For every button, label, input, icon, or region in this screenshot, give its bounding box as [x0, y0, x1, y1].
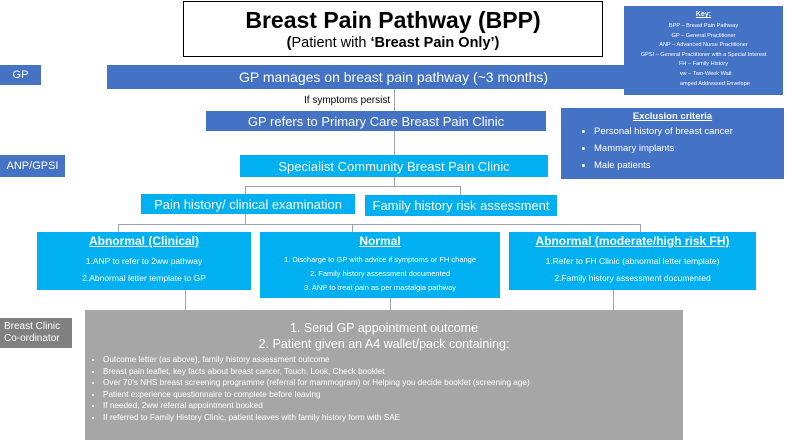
- role-anp-gpsi: ANP/GPSI: [0, 155, 65, 177]
- exclusion-list: Personal history of breast cancer Mammar…: [561, 123, 784, 174]
- pack-item: Over 70’s NHS breast screening programme…: [103, 377, 683, 389]
- connector-specialist-down: [394, 176, 395, 186]
- pack-item: Patient experience questionnaire to comp…: [103, 389, 683, 401]
- step-family-history: Family history risk assessment: [365, 195, 557, 216]
- exclusion-box: Exclusion criteria Personal history of b…: [561, 108, 784, 179]
- coordinator-step-1: 1. Send GP appointment outcome: [289, 321, 479, 335]
- exclusion-item: Male patients: [594, 157, 784, 174]
- coordinator-step-2: 2. Patient given an A4 wallet/pack conta…: [258, 337, 510, 351]
- outcome-item: 2.Family history assessment documented: [554, 273, 711, 283]
- outcome-abnormal-fh: Abnormal (moderate/high risk FH) 1.Refer…: [509, 232, 756, 290]
- exclusion-item: Mammary implants: [594, 140, 784, 157]
- key-item: ANP – Advanced Nurse Practitioner: [659, 42, 748, 49]
- connector-abnormal-fh-down: [613, 290, 614, 310]
- outcome-heading: Normal: [359, 234, 401, 248]
- outcome-abnormal-clinical: Abnormal (Clinical) 1.ANP to refer to 2w…: [37, 232, 251, 290]
- outcome-item: 1. Discharge to GP with advice if sympto…: [283, 255, 477, 264]
- outcome-item: 2. Family history assessment documented: [309, 269, 451, 278]
- pack-item: If referred to Family History Clinic, pa…: [103, 412, 683, 424]
- exclusion-item: Personal history of breast cancer: [594, 123, 784, 140]
- key-item: FH – Family History: [678, 61, 729, 68]
- key-box: Key: BPP – Breast Pain Pathway GP – Gene…: [624, 6, 783, 95]
- pack-contents-list: Outcome letter (as above), family histor…: [85, 354, 683, 424]
- connector-split-horizontal: [245, 186, 460, 187]
- connector-to-family-history: [460, 186, 461, 195]
- exclusion-heading: Exclusion criteria: [632, 111, 713, 122]
- pack-item: Breast pain leaflet, key facts about bre…: [103, 366, 683, 378]
- if-symptoms-persist: If symptoms persist: [304, 95, 391, 106]
- connector-to-normal: [352, 224, 353, 232]
- outcome-normal: Normal 1. Discharge to GP with advice if…: [260, 232, 500, 298]
- connector-pain-history-down: [245, 214, 246, 224]
- step-gp-manages: GP manages on breast pain pathway (~3 mo…: [107, 65, 680, 89]
- coordinator-box: 1. Send GP appointment outcome 2. Patien…: [85, 310, 683, 440]
- role-coordinator-line2: Co-ordinator: [4, 333, 60, 344]
- page-title: Breast Pain Pathway (BPP): [245, 7, 541, 33]
- connector-top: [394, 88, 395, 112]
- subtitle-normal: Patient with: [291, 35, 371, 51]
- step-specialist-clinic: Specialist Community Breast Pain Clinic: [240, 155, 548, 177]
- connector-normal-down: [390, 298, 391, 310]
- title-box: Breast Pain Pathway (BPP) (Patient with …: [183, 1, 603, 57]
- outcome-item: 1.ANP to refer to 2ww pathway: [85, 256, 203, 266]
- step-pain-history: Pain history/ clinical examination: [141, 194, 355, 214]
- key-item: GPSI – General Practitioner with a Speci…: [640, 51, 767, 58]
- connector-to-abnormal-clinical: [118, 224, 119, 232]
- outcome-heading: Abnormal (moderate/high risk FH): [535, 234, 730, 248]
- connector-refer-to-specialist: [394, 130, 395, 156]
- connector-outcomes-horizontal: [118, 224, 640, 225]
- pack-item: Outcome letter (as above), family histor…: [103, 354, 683, 366]
- key-item: 2ww – Two-Week Wait: [675, 70, 732, 77]
- role-coordinator-line1: Breast Clinic: [4, 321, 61, 332]
- key-item: BPP – Breast Pain Pathway: [668, 23, 739, 29]
- outcome-item: 1.Refer to FH Clinic (abnormal letter te…: [545, 256, 720, 266]
- outcome-item: 3. ANP to treat pain as per mastalgia pa…: [303, 283, 457, 292]
- role-gp: GP: [0, 65, 41, 85]
- connector-to-pain-history: [245, 186, 246, 194]
- key-item: SAE – Stamped Addressed Envelope: [657, 80, 750, 87]
- outcome-heading: Abnormal (Clinical): [88, 234, 199, 248]
- connector-abnormal-clinical-down: [185, 290, 186, 310]
- key-item: GP – General Practitioner: [671, 32, 736, 39]
- key-heading: Key:: [695, 11, 712, 18]
- connector-to-abnormal-fh: [640, 224, 641, 232]
- page-subtitle: (Patient with ‘Breast Pain Only’): [184, 33, 602, 53]
- role-coordinator: Breast Clinic Co-ordinator: [0, 318, 72, 348]
- pack-item: If needed, 2ww referral appointment book…: [103, 400, 683, 412]
- subtitle-paren: (: [286, 35, 292, 51]
- step-gp-refers: GP refers to Primary Care Breast Pain Cl…: [206, 111, 546, 131]
- outcome-item: 2.Abnormal letter template to GP: [82, 273, 206, 283]
- subtitle-bold: ‘Breast Pain Only’): [370, 35, 500, 51]
